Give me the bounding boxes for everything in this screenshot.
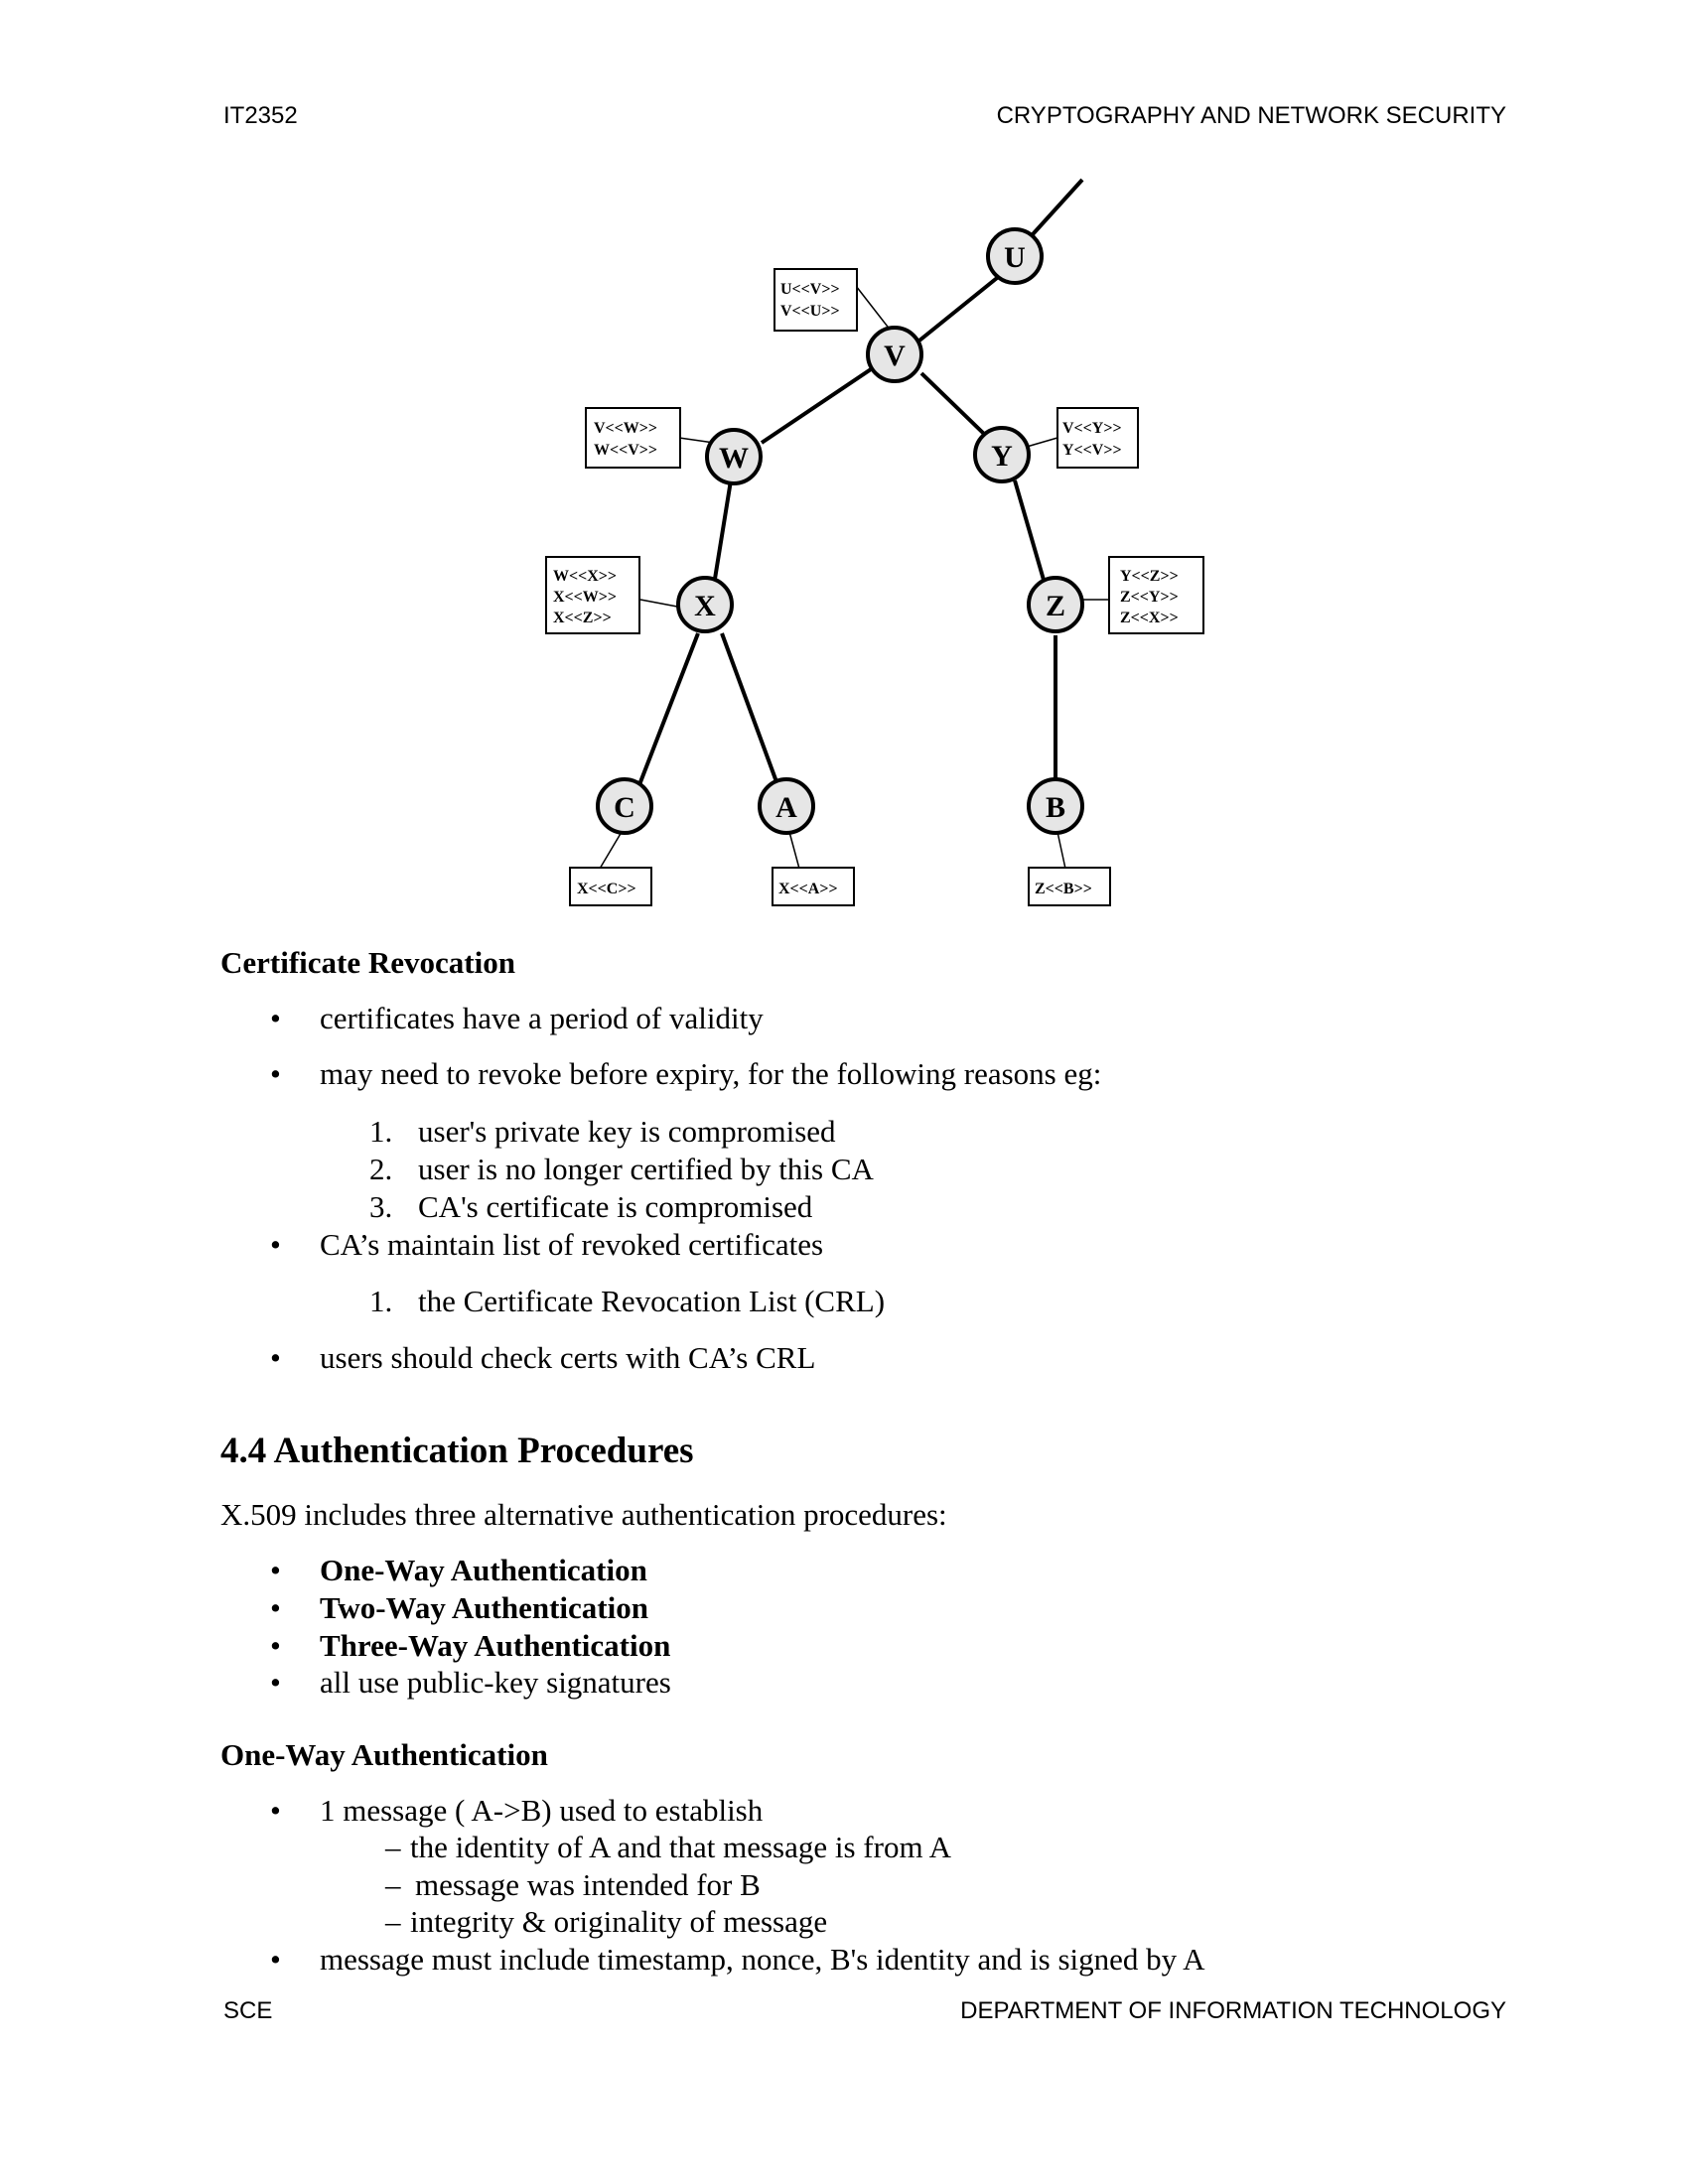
cert-line: Z<<Y>> bbox=[1120, 589, 1179, 606]
svg-text:Y: Y bbox=[991, 440, 1013, 473]
footer-department: DEPARTMENT OF INFORMATION TECHNOLOGY bbox=[960, 1997, 1506, 2024]
cert-line: Z<<B>> bbox=[1035, 881, 1092, 897]
cert-line: X<<Z>> bbox=[553, 610, 612, 626]
dash: – bbox=[385, 1830, 401, 1864]
bullet: • bbox=[270, 1227, 281, 1262]
revocation-bullet-2: may need to revoke before expiry, for th… bbox=[320, 1056, 1102, 1091]
node-u: U bbox=[986, 227, 1044, 285]
svg-text:V: V bbox=[884, 340, 906, 372]
dash: – bbox=[385, 1867, 401, 1902]
edge-x-a bbox=[720, 632, 780, 788]
crl-item: the Certificate Revocation List (CRL) bbox=[418, 1284, 886, 1318]
node-v: V bbox=[866, 326, 923, 383]
node-x: X bbox=[676, 576, 734, 633]
node-a: A bbox=[758, 777, 815, 835]
oneway-sub-1: the identity of A and that message is fr… bbox=[410, 1830, 951, 1864]
cert-line: X<<A>> bbox=[778, 881, 838, 897]
bullet: • bbox=[270, 1590, 281, 1625]
cert-box-vy: V<<Y>> Y<<V>> bbox=[1056, 407, 1139, 469]
svg-text:B: B bbox=[1046, 791, 1065, 824]
cert-line: Z<<X>> bbox=[1120, 610, 1179, 626]
cert-box-a: X<<A>> bbox=[772, 867, 855, 906]
bullet: • bbox=[270, 1793, 281, 1828]
node-y: Y bbox=[973, 426, 1031, 483]
cert-line: Y<<Z>> bbox=[1120, 568, 1179, 585]
node-z: Z bbox=[1027, 576, 1084, 633]
edge-root-u bbox=[1022, 178, 1084, 246]
auth-item-three-way: Three-Way Authentication bbox=[320, 1628, 671, 1663]
edge-v-w bbox=[760, 363, 879, 445]
cert-box-z: Y<<Z>> Z<<Y>> Z<<X>> bbox=[1108, 556, 1204, 634]
cert-box-vw: V<<W>> W<<V>> bbox=[585, 407, 681, 469]
cert-box-b: Z<<B>> bbox=[1028, 867, 1111, 906]
edge-v-y bbox=[919, 371, 986, 436]
auth-item-one-way: One-Way Authentication bbox=[320, 1553, 647, 1587]
cert-line: W<<V>> bbox=[594, 442, 657, 459]
list-number: 1. bbox=[369, 1284, 393, 1318]
node-b: B bbox=[1027, 777, 1084, 835]
cert-line: V<<Y>> bbox=[1062, 420, 1122, 437]
svg-text:A: A bbox=[775, 791, 797, 824]
bullet: • bbox=[270, 1553, 281, 1587]
footer-institution: SCE bbox=[223, 1997, 273, 2024]
cert-line: W<<X>> bbox=[553, 568, 617, 585]
revocation-bullet-1: certificates have a period of validity bbox=[320, 1001, 764, 1035]
header-course-code: IT2352 bbox=[223, 102, 298, 129]
tree-edges bbox=[636, 178, 1084, 788]
bullet: • bbox=[270, 1942, 281, 1977]
revocation-bullet-3: CA’s maintain list of revoked certificat… bbox=[320, 1227, 824, 1262]
svg-text:U: U bbox=[1004, 241, 1026, 274]
ca-hierarchy-diagram: U<<V>> V<<U>> V<<W>> W<<V>> V<<Y>> Y<<V>… bbox=[545, 178, 1204, 906]
svg-text:C: C bbox=[614, 791, 635, 824]
reason-1: user's private key is compromised bbox=[418, 1114, 836, 1149]
svg-text:W: W bbox=[719, 442, 749, 475]
cert-box-c: X<<C>> bbox=[569, 867, 652, 906]
svg-text:X: X bbox=[694, 590, 716, 622]
bullet: • bbox=[270, 1056, 281, 1091]
list-number: 1. bbox=[369, 1114, 393, 1149]
oneway-bullet-2: message must include timestamp, nonce, B… bbox=[320, 1942, 1205, 1977]
reason-3: CA's certificate is compromised bbox=[418, 1189, 813, 1224]
bullet: • bbox=[270, 1001, 281, 1035]
revocation-bullet-4: users should check certs with CA’s CRL bbox=[320, 1340, 816, 1375]
cert-line: V<<U>> bbox=[780, 303, 840, 320]
section-title-certificate-revocation: Certificate Revocation bbox=[220, 945, 515, 980]
edge-u-v bbox=[913, 272, 1004, 346]
node-w: W bbox=[705, 428, 763, 485]
bullet: • bbox=[270, 1665, 281, 1700]
auth-item-two-way: Two-Way Authentication bbox=[320, 1590, 648, 1625]
cert-box-x: W<<X>> X<<W>> X<<Z>> bbox=[545, 556, 640, 634]
edge-x-c bbox=[636, 632, 700, 788]
reason-2: user is no longer certified by this CA bbox=[418, 1152, 874, 1186]
bullet: • bbox=[270, 1340, 281, 1375]
list-number: 2. bbox=[369, 1152, 393, 1186]
section-heading-authentication-procedures: 4.4 Authentication Procedures bbox=[220, 1431, 694, 1471]
header-course-title: CRYPTOGRAPHY AND NETWORK SECURITY bbox=[996, 102, 1506, 129]
edge-w-x bbox=[713, 479, 733, 580]
list-number: 3. bbox=[369, 1189, 393, 1224]
node-c: C bbox=[596, 777, 653, 835]
oneway-bullet-1: 1 message ( A->B) used to establish bbox=[320, 1793, 764, 1828]
cert-line: X<<W>> bbox=[553, 589, 617, 606]
cert-line: Y<<V>> bbox=[1062, 442, 1122, 459]
oneway-sub-3: integrity & originality of message bbox=[410, 1904, 828, 1939]
dash: – bbox=[385, 1904, 401, 1939]
cert-line: V<<W>> bbox=[594, 420, 657, 437]
section-title-one-way-authentication: One-Way Authentication bbox=[220, 1737, 548, 1772]
auth-item-signatures: all use public-key signatures bbox=[320, 1665, 671, 1700]
bullet: • bbox=[270, 1628, 281, 1663]
auth-intro: X.509 includes three alternative authent… bbox=[220, 1497, 947, 1532]
cert-line: X<<C>> bbox=[577, 881, 636, 897]
edge-y-z bbox=[1013, 479, 1046, 581]
oneway-sub-2: message was intended for B bbox=[415, 1867, 761, 1902]
svg-text:Z: Z bbox=[1046, 590, 1065, 622]
cert-box-uv: U<<V>> V<<U>> bbox=[774, 268, 858, 332]
cert-line: U<<V>> bbox=[780, 281, 840, 298]
cert-connectors bbox=[599, 285, 1109, 870]
